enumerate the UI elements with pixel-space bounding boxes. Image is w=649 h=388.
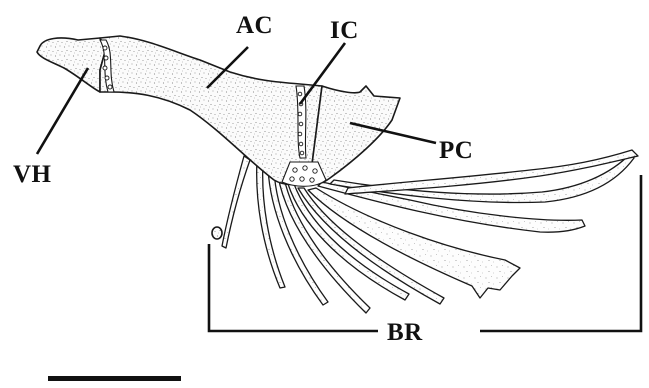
anterior-ceratohyal	[100, 36, 322, 185]
label-ac: AC	[236, 12, 273, 39]
branchiostegal-ray-1	[222, 156, 250, 248]
scale-bar	[48, 376, 181, 381]
label-vh: VH	[13, 161, 52, 188]
label-ic: IC	[330, 17, 359, 44]
label-pc: PC	[439, 137, 473, 164]
isolated-nodule	[212, 227, 222, 239]
vh-leader-line	[37, 68, 88, 154]
ventral-hypohyal	[37, 38, 106, 92]
label-br: BR	[387, 319, 423, 346]
posterior-ceratohyal	[310, 86, 400, 184]
